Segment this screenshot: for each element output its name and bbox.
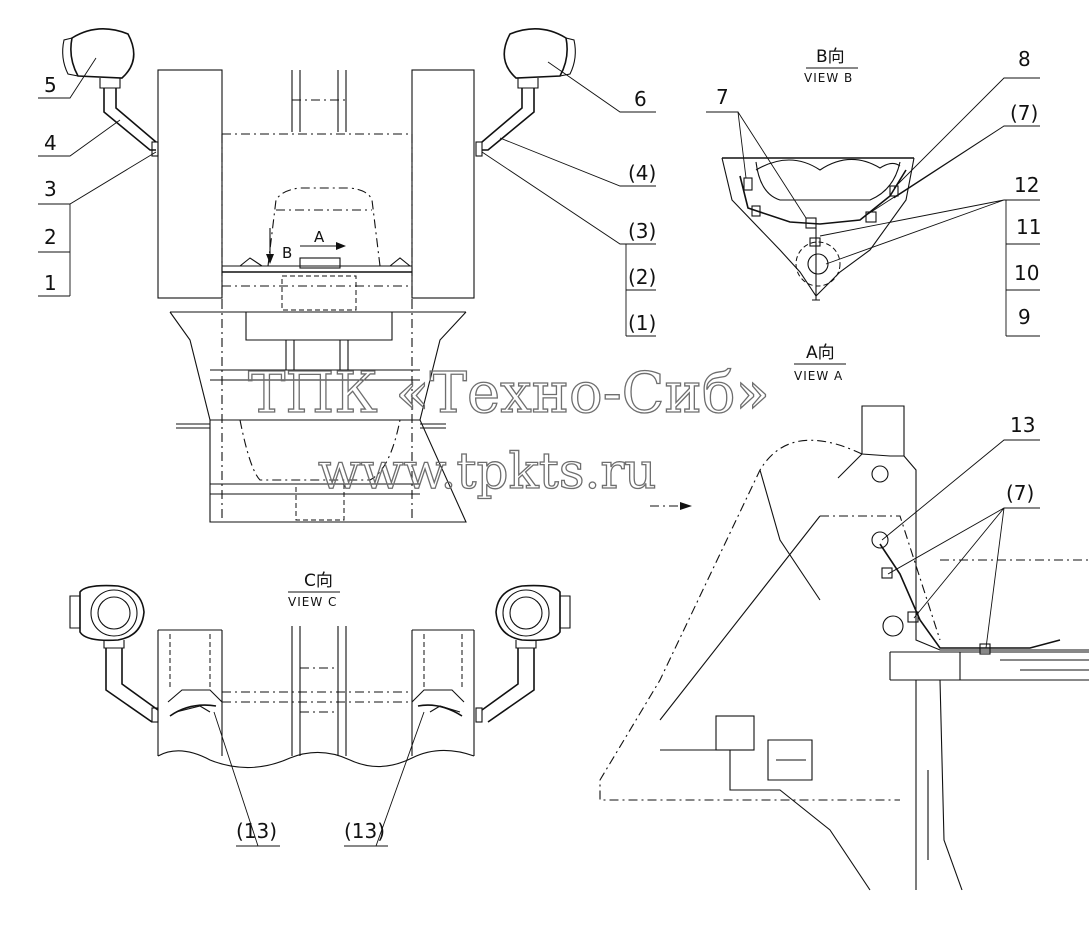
callout-6: 6 — [634, 87, 647, 111]
callout-11: 11 — [1016, 215, 1041, 239]
view-c: C向 VIEW C — [69, 571, 571, 769]
callout-10: 10 — [1014, 261, 1039, 285]
watermark-company: ТПК «Техно-Сиб» — [248, 361, 770, 426]
callout-3: 3 — [44, 177, 57, 201]
view-c-title: C向 — [304, 571, 333, 591]
callout-4-ref: (4) — [628, 161, 656, 185]
view-b-title: B向 — [816, 47, 845, 67]
callout-9: 9 — [1018, 305, 1031, 329]
callout-7-view-a: (7) — [1006, 481, 1034, 505]
view-b: B向 VIEW B — [721, 47, 915, 301]
front-right-callouts: 6 (4) (3) (2) (1) — [481, 61, 656, 337]
left-work-lamp — [62, 28, 159, 157]
watermark-url: www.tpkts.ru — [318, 442, 657, 500]
callout-7: 7 — [716, 85, 729, 109]
view-c-subtitle: VIEW C — [288, 595, 337, 609]
callout-12: 12 — [1014, 173, 1039, 197]
callout-5: 5 — [44, 73, 57, 97]
callout-13-right: (13) — [344, 819, 385, 843]
view-a-callouts: 13 (7) — [881, 413, 1040, 649]
callout-2-ref: (2) — [628, 265, 656, 289]
view-a: A向 VIEW A — [599, 343, 1089, 891]
callout-8: 8 — [1018, 47, 1031, 71]
right-work-lamp — [475, 28, 576, 157]
callout-13: 13 — [1010, 413, 1035, 437]
arrow-b-label: B — [282, 244, 292, 262]
view-a-title: A向 — [806, 343, 835, 363]
front-left-callouts: 5 4 3 2 1 — [38, 57, 157, 297]
callout-2: 2 — [44, 225, 57, 249]
view-b-subtitle: VIEW B — [804, 71, 853, 85]
view-a-subtitle: VIEW A — [794, 369, 843, 383]
callout-13-left: (13) — [236, 819, 277, 843]
callout-3-ref: (3) — [628, 219, 656, 243]
front-view: B A — [62, 28, 576, 523]
view-b-callouts: 7 8 (7) 12 11 10 9 — [706, 47, 1041, 337]
view-c-callouts: (13) (13) — [213, 711, 425, 847]
arrow-a-label: A — [314, 228, 325, 246]
callout-1-ref: (1) — [628, 311, 656, 335]
callout-4: 4 — [44, 131, 57, 155]
watermark: ТПК «Техно-Сиб» www.tpkts.ru — [247, 360, 770, 500]
callout-1: 1 — [44, 271, 57, 295]
callout-7-ref: (7) — [1010, 101, 1038, 125]
